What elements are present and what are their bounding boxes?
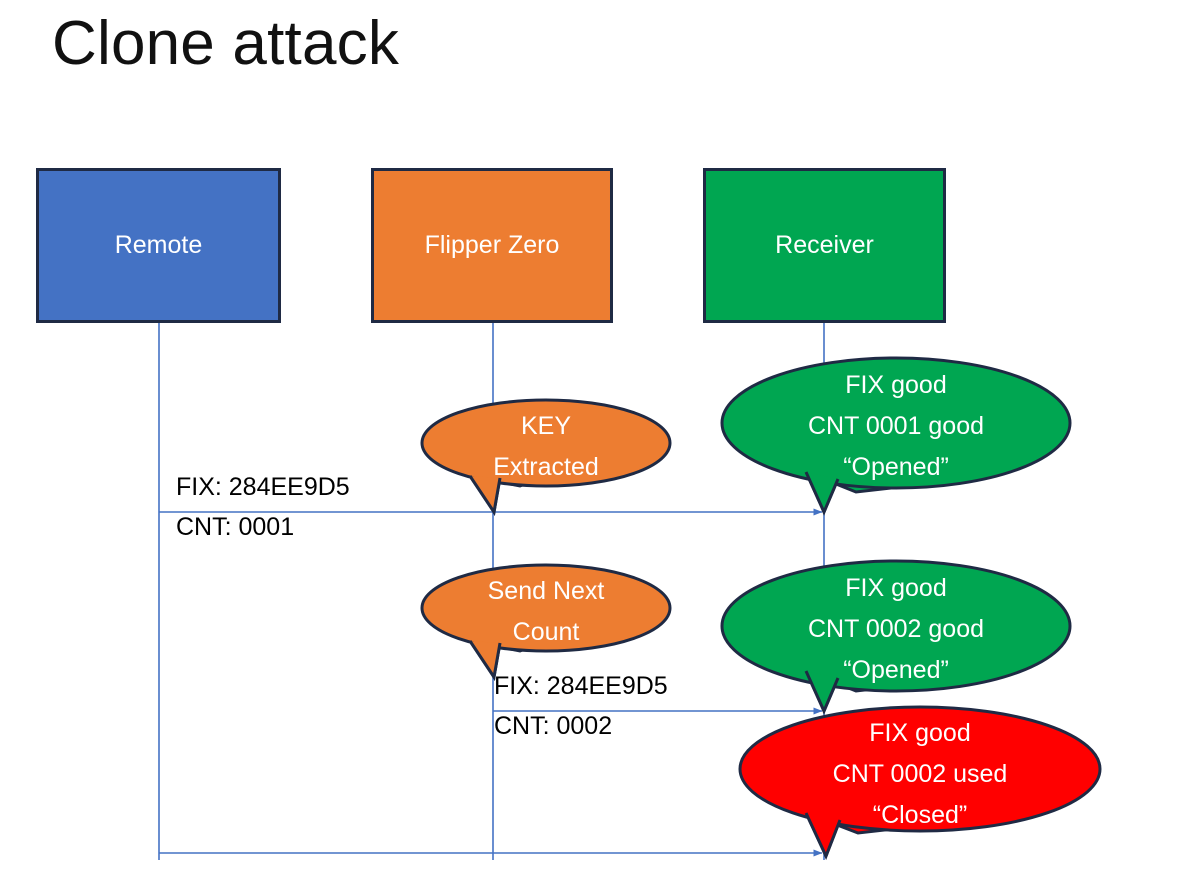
callout-key-extracted[interactable]: [420, 398, 672, 516]
callout-send-next-count[interactable]: [420, 563, 672, 681]
message-2-cnt-label: CNT: 0002: [494, 712, 613, 740]
callout-receiver-denied-text: FIX good CNT 0002 used “Closed”: [832, 719, 1008, 829]
message-2-fix-label: FIX: 284EE9D5: [494, 672, 668, 700]
callout-receiver-ok-1-text: FIX good CNT 0001 good “Opened”: [807, 371, 985, 481]
callout-receiver-ok-1[interactable]: [720, 356, 1072, 516]
message-1-fix-label: FIX: 284EE9D5: [176, 473, 350, 501]
lane-header-flipper-zero[interactable]: Flipper Zero: [371, 168, 613, 323]
lane-header-remote[interactable]: Remote: [36, 168, 281, 323]
lane-header-receiver-label: Receiver: [775, 231, 874, 259]
callout-key-extracted-text: KEY Extracted: [493, 412, 599, 481]
lane-header-receiver[interactable]: Receiver: [703, 168, 946, 323]
message-1-cnt-label: CNT: 0001: [176, 513, 295, 541]
page-title: Clone attack: [52, 9, 400, 78]
callout-receiver-denied[interactable]: [738, 705, 1102, 860]
lane-header-flipper-zero-label: Flipper Zero: [424, 231, 560, 259]
callout-receiver-ok-2-text: FIX good CNT 0002 good “Opened”: [807, 574, 985, 684]
callout-send-next-count-text: Send Next Count: [487, 577, 605, 646]
callout-receiver-ok-2[interactable]: [720, 559, 1072, 715]
lane-header-remote-label: Remote: [114, 231, 203, 259]
